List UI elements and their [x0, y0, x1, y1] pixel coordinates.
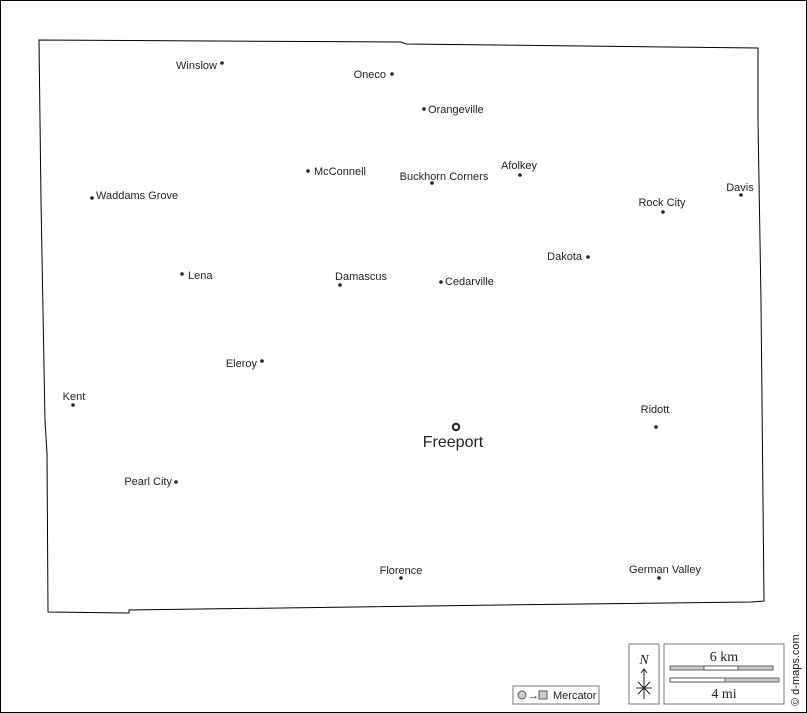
town-damascus: Damascus: [335, 271, 387, 287]
town-cedarville: Cedarville: [439, 276, 494, 288]
scale-bar: 6 km 4 mi: [663, 643, 785, 705]
svg-text:Mercator: Mercator: [553, 690, 597, 702]
county-border: [38, 39, 765, 614]
town-lena: Lena: [180, 270, 213, 282]
svg-text:McConnell: McConnell: [314, 166, 366, 178]
svg-text:Winslow: Winslow: [176, 60, 217, 72]
svg-text:Oneco: Oneco: [354, 69, 386, 81]
svg-text:N: N: [638, 653, 649, 668]
town-orangeville: Orangeville: [422, 104, 484, 116]
svg-text:Eleroy: Eleroy: [226, 358, 258, 370]
town-davis: Davis: [726, 182, 754, 197]
town-kent: Kent: [63, 391, 86, 407]
town-dakota: Dakota: [547, 251, 590, 263]
town-pearl-city: Pearl City: [124, 476, 178, 488]
svg-text:Damascus: Damascus: [335, 271, 387, 283]
svg-text:4 mi: 4 mi: [711, 687, 736, 702]
svg-text:Waddams Grove: Waddams Grove: [96, 190, 178, 202]
map-square-icon: [538, 690, 548, 700]
north-arrow: N: [628, 643, 660, 705]
globe-icon: [517, 690, 527, 700]
arrow-icon: →: [528, 690, 539, 702]
svg-text:Cedarville: Cedarville: [445, 276, 494, 288]
county-seat-freeport: Freeport: [423, 422, 484, 451]
credit: © d-maps.com: [790, 634, 802, 706]
svg-text:Buckhorn Corners: Buckhorn Corners: [400, 171, 489, 183]
svg-text:Ridott: Ridott: [641, 404, 670, 416]
svg-text:Afolkey: Afolkey: [501, 160, 538, 172]
town-winslow: Winslow: [176, 60, 224, 72]
town-waddams-grove: Waddams Grove: [90, 190, 178, 202]
town-eleroy: Eleroy: [226, 358, 264, 370]
svg-text:German Valley: German Valley: [629, 564, 701, 576]
town-ridott: Ridott: [641, 404, 670, 429]
town-buckhorn-corners: Buckhorn Corners: [400, 171, 489, 185]
projection-legend: → Mercator: [512, 685, 600, 705]
svg-text:Pearl City: Pearl City: [124, 476, 172, 488]
town-florence: Florence: [380, 565, 423, 580]
town-oneco: Oneco: [354, 69, 394, 81]
svg-text:6 km: 6 km: [710, 650, 739, 665]
svg-text:Freeport: Freeport: [423, 434, 484, 451]
svg-text:Kent: Kent: [63, 391, 86, 403]
svg-text:Rock City: Rock City: [638, 197, 686, 209]
svg-text:Orangeville: Orangeville: [428, 104, 484, 116]
svg-text:Dakota: Dakota: [547, 251, 583, 263]
svg-text:Florence: Florence: [380, 565, 423, 577]
town-german-valley: German Valley: [629, 564, 701, 580]
town-afolkey: Afolkey: [501, 160, 538, 177]
svg-text:Lena: Lena: [188, 270, 213, 282]
town-rock-city: Rock City: [638, 197, 686, 214]
svg-text:Davis: Davis: [726, 182, 754, 194]
towns: Winslow Oneco Orangeville McConnell Buck…: [63, 60, 754, 580]
town-mcconnell: McConnell: [306, 166, 366, 178]
